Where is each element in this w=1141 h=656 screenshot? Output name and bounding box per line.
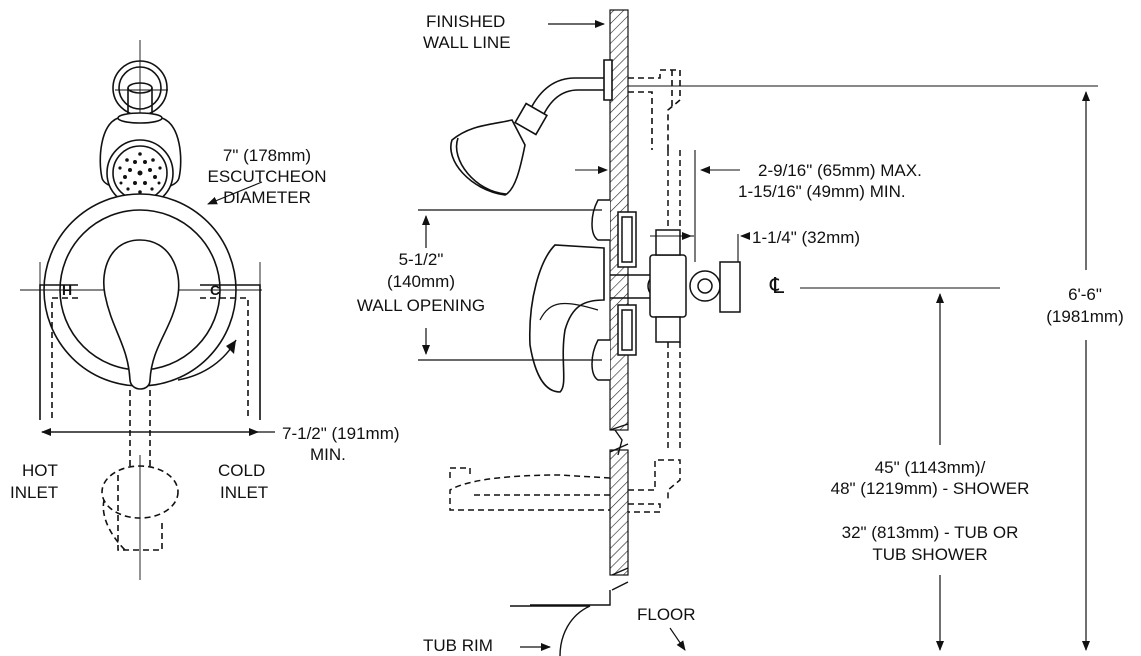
shower-height-label-1: 45" (1143mm)/ xyxy=(874,458,986,477)
height-label-1: 6'-6" xyxy=(1068,285,1102,304)
centerline-symbol: ℄ xyxy=(770,274,785,299)
inlet-width-label-2: MIN. xyxy=(310,445,346,464)
shower-head-side xyxy=(450,59,681,196)
finished-wall-label-2: WALL LINE xyxy=(423,33,511,52)
cold-inlet-label-2: INLET xyxy=(220,483,269,502)
height-label-2: (1981mm) xyxy=(1046,307,1124,326)
tub-height-label-1: 32" (813mm) - TUB OR xyxy=(841,523,1019,542)
hot-inlet-label-2: INLET xyxy=(10,483,59,502)
shower-height-label-2: 48" (1219mm) - SHOWER xyxy=(830,479,1030,498)
min-label: 1-15/16" (49mm) MIN. xyxy=(738,182,906,201)
escutcheon-label-3: DIAMETER xyxy=(223,188,311,207)
tub-spout-side xyxy=(449,459,681,513)
tub-height-label-2: TUB SHOWER xyxy=(872,545,988,564)
floor-label: FLOOR xyxy=(637,605,696,624)
hot-mark: H xyxy=(62,282,73,298)
front-view xyxy=(20,40,262,580)
hot-inlet-label-1: HOT xyxy=(22,461,58,480)
cold-inlet-label-1: COLD xyxy=(218,461,266,480)
inlet-width-label-1: 7-1/2" (191mm) xyxy=(282,424,400,443)
opening-label-1: 5-1/2" xyxy=(398,250,444,269)
stem-label: 1-1/4" (32mm) xyxy=(752,228,861,247)
cold-mark: C xyxy=(210,282,221,298)
max-label: 2-9/16" (65mm) MAX. xyxy=(758,161,922,180)
handle-lever-side xyxy=(528,244,605,393)
handle-lever xyxy=(103,239,180,390)
tub-rim-curve xyxy=(510,605,591,656)
wall-opening-dimension xyxy=(418,209,602,361)
tub-rim-label: TUB RIM xyxy=(423,636,493,655)
valve-body-side xyxy=(591,150,741,450)
opening-label-3: WALL OPENING xyxy=(356,296,486,315)
escutcheon-label-2: ESCUTCHEON xyxy=(207,167,327,186)
inlet-pipes xyxy=(39,262,261,420)
escutcheon-label-1: 7" (178mm) xyxy=(222,146,312,165)
shower-head-front xyxy=(99,112,182,207)
opening-label-2: (140mm) xyxy=(386,272,455,291)
finished-wall-label-1: FINISHED xyxy=(426,12,506,31)
